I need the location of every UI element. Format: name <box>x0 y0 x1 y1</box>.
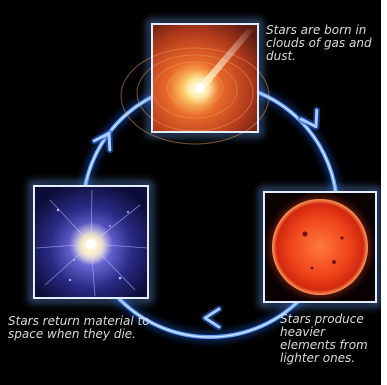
caption-born: Stars are born in clouds of gas and dust… <box>266 24 378 63</box>
nebula-image <box>121 22 269 144</box>
caption-return: Stars return material to space when they… <box>8 315 168 341</box>
arrow-produce-to-return <box>205 309 219 327</box>
caption-produce: Stars produce heavier elements from ligh… <box>280 313 380 365</box>
red-sun-image <box>262 190 378 304</box>
supernova-image <box>32 184 150 300</box>
